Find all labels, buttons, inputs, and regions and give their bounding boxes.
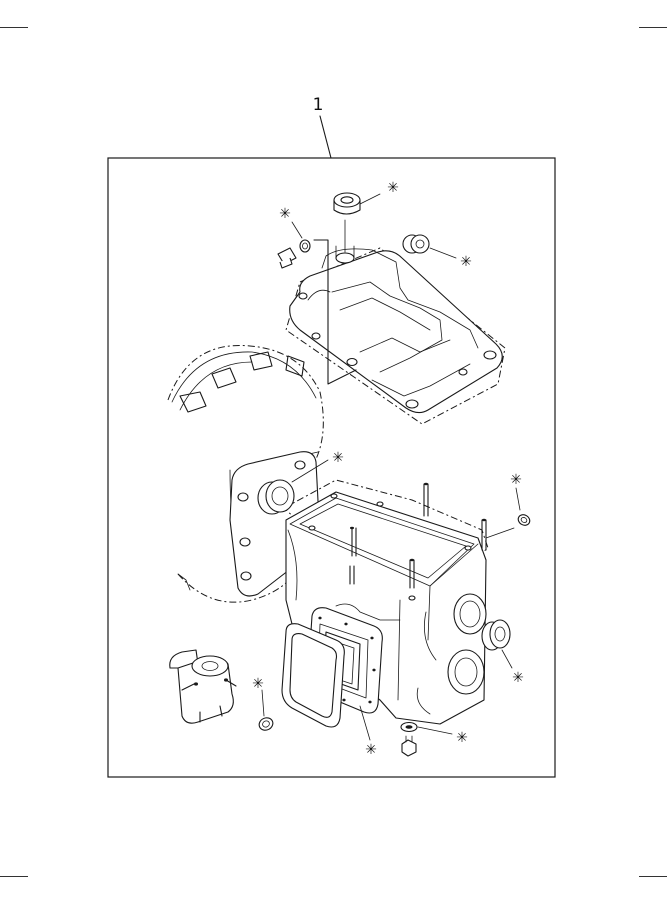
drain-plug-part bbox=[400, 721, 418, 757]
oil-seal-right-leader bbox=[429, 247, 457, 259]
crop-mark-bottom-right bbox=[639, 876, 667, 877]
reference-leader-line bbox=[319, 115, 332, 159]
marker-top-bearing: ✳ bbox=[387, 180, 399, 196]
marker-oil-seal-right: ✳ bbox=[460, 254, 472, 270]
crop-mark-bottom-left bbox=[0, 876, 28, 877]
crop-mark-top-left bbox=[0, 27, 28, 28]
marker-flange-washer: ✳ bbox=[252, 676, 264, 692]
side-gasket-part bbox=[517, 514, 531, 526]
marker-cover-gasket: ✳ bbox=[365, 742, 377, 758]
marker-side-gasket: ✳ bbox=[510, 472, 522, 488]
side-gasket-leader bbox=[485, 487, 521, 539]
rear-oil-seal-part bbox=[481, 619, 511, 651]
front-oil-seal-part bbox=[257, 479, 295, 515]
drain-gasket-leader bbox=[417, 726, 453, 735]
marker-drain-gasket: ✳ bbox=[456, 730, 468, 746]
top-cover bbox=[285, 245, 506, 425]
rear-oil-seal-leader bbox=[501, 649, 513, 669]
cover-gasket-part bbox=[281, 623, 345, 728]
crop-mark-top-right bbox=[639, 27, 667, 28]
flange-washer-leader bbox=[261, 689, 265, 717]
marker-front-oil-seal: ✳ bbox=[332, 450, 344, 466]
marker-plug-gasket: ✳ bbox=[279, 206, 291, 222]
plug-gasket-leader bbox=[291, 221, 303, 239]
plug-bolt-part bbox=[277, 239, 311, 269]
flange-washer-part bbox=[258, 717, 274, 731]
kit-frame bbox=[107, 157, 556, 778]
companion-flange-part bbox=[169, 649, 237, 724]
marker-rear-oil-seal: ✳ bbox=[512, 670, 524, 686]
front-oil-seal-leader bbox=[291, 459, 329, 483]
reference-number-label: 1 bbox=[313, 95, 324, 115]
top-bearing-part bbox=[333, 192, 361, 215]
cover-gasket-leader bbox=[359, 705, 371, 741]
plug-to-cover-leader bbox=[313, 239, 357, 385]
top-bearing-leader bbox=[359, 193, 381, 205]
oil-seal-right-part bbox=[402, 234, 430, 254]
